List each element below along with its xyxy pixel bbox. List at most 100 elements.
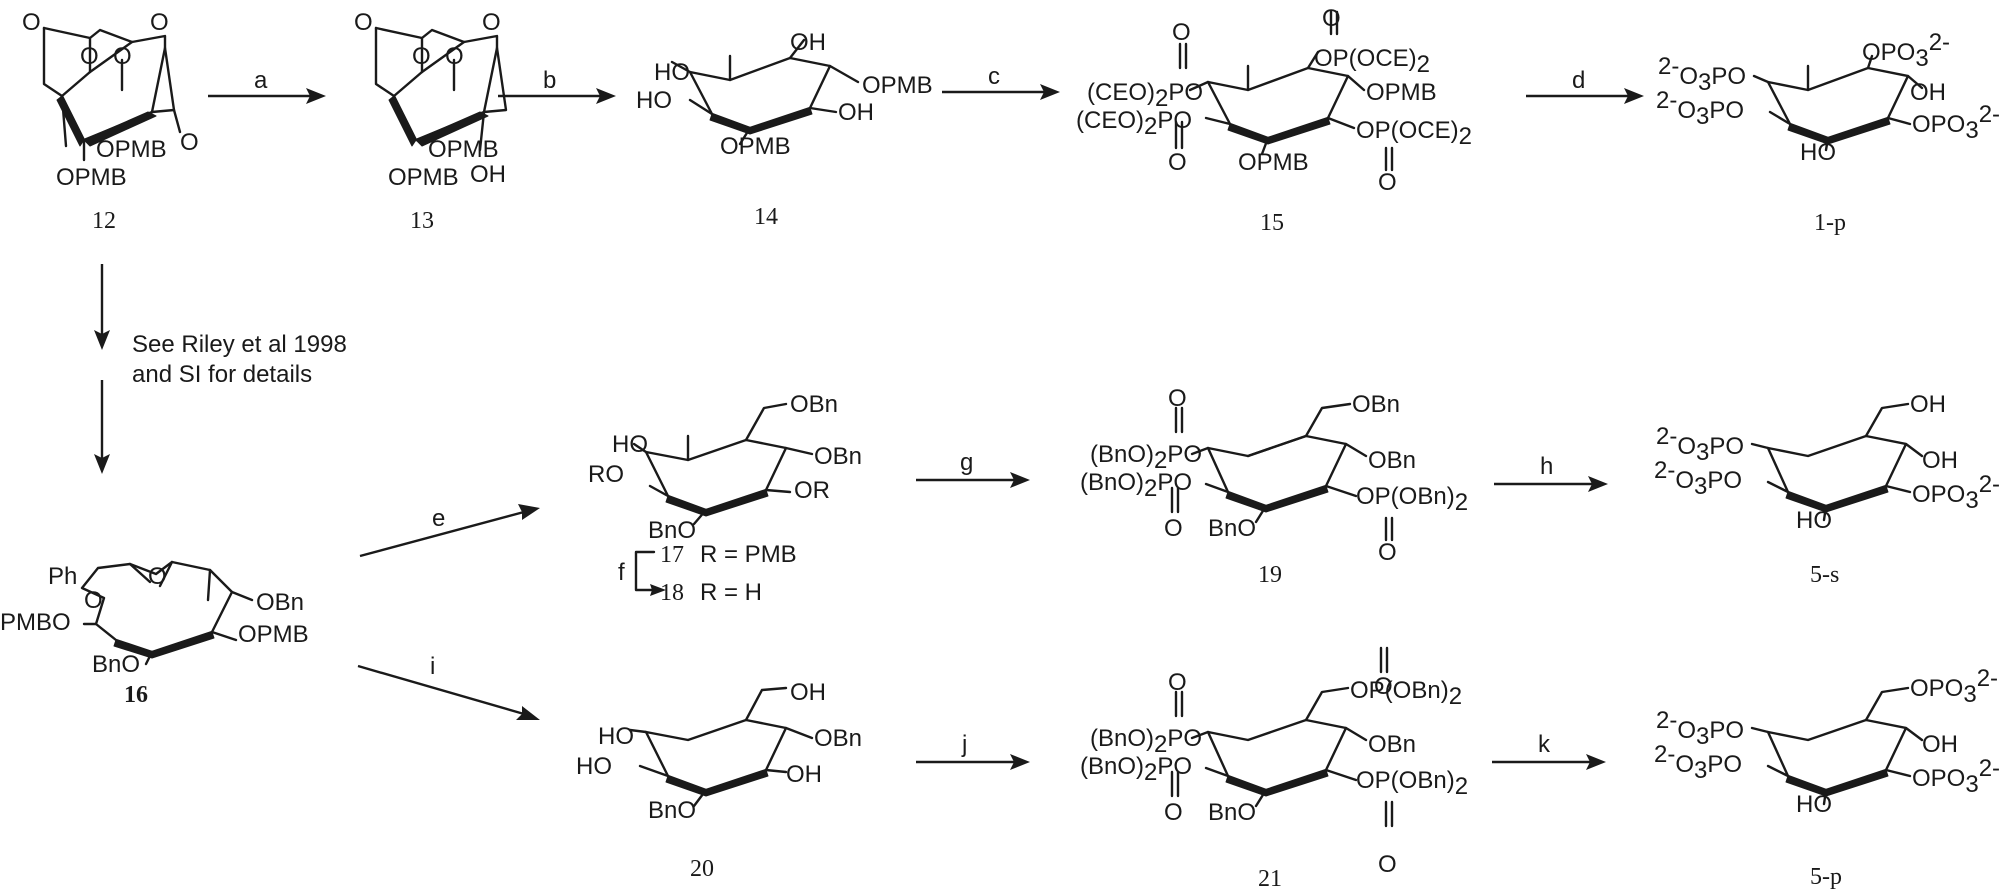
- compound-21-label: 21: [1258, 866, 1282, 892]
- c21-p-o-3: O: [1374, 673, 1393, 700]
- c5p-po3-1: 2-O3PO: [1656, 707, 1744, 750]
- compound-17-label: 17: [660, 542, 684, 568]
- compound-19-structure: O O O (BnO)2PO (BnO)2PO OBn OBn OP(OBn)2…: [1080, 385, 1468, 566]
- arrow-d-head: [1624, 88, 1644, 104]
- c1p-opo3-2: OPO32-: [1912, 101, 2000, 144]
- c21-bno2p-2: (BnO)2PO: [1080, 753, 1192, 786]
- c21-p-o-1: O: [1168, 669, 1187, 696]
- c16-o1: O: [84, 587, 103, 614]
- c17-ho: HO: [612, 431, 648, 458]
- compound-12-label: 12: [92, 208, 116, 234]
- c20-ho-1: HO: [598, 723, 634, 750]
- c13-o1: O: [354, 9, 373, 36]
- step-label-g: g: [960, 449, 973, 476]
- c5p-ho: HO: [1796, 791, 1832, 818]
- c17-bno: BnO: [648, 517, 696, 544]
- c1p-opo3-1: OPO32-: [1862, 29, 1950, 72]
- c15-p-o-1: O: [1172, 19, 1191, 46]
- c21-obn: OBn: [1368, 731, 1416, 758]
- compound-15-label: 15: [1260, 210, 1284, 236]
- c19-opobn: OP(OBn)2: [1356, 483, 1468, 516]
- c14-ho-2: HO: [636, 87, 672, 114]
- compound-14-label: 14: [754, 204, 778, 230]
- step-f-arrow-head: [650, 584, 666, 596]
- c21-opobn-1: OP(OBn)2: [1350, 677, 1462, 710]
- arrow-e-head: [518, 504, 540, 520]
- c17-ro: RO: [588, 461, 624, 488]
- compound-1p-structure: 2-O3PO 2-O3PO OPO32- OH OPO32- HO: [1656, 29, 2000, 166]
- c20-oh-2: OH: [786, 761, 822, 788]
- c16-bno: BnO: [92, 651, 140, 678]
- step-label-a: a: [254, 67, 268, 94]
- c5p-oh: OH: [1922, 731, 1958, 758]
- c5s-po3-1: 2-O3PO: [1656, 423, 1744, 466]
- arrow-e: [359, 510, 525, 558]
- c19-obn-2: OBn: [1368, 447, 1416, 474]
- c19-p-o-1: O: [1168, 385, 1187, 412]
- compound-13-label: 13: [410, 208, 434, 234]
- c17-obn-1: OBn: [790, 391, 838, 418]
- compound-5p-structure: 2-O3PO 2-O3PO OPO32- OH OPO32- HO: [1654, 665, 2000, 818]
- c12-o2: O: [80, 43, 99, 70]
- compound-14-structure: HO HO OH OH OPMB OPMB: [636, 29, 933, 160]
- c5s-opo3: OPO32-: [1912, 471, 2000, 514]
- c21-p-o-2: O: [1164, 799, 1183, 826]
- c16-ph: Ph: [48, 563, 77, 590]
- c13-opmb-a: OPMB: [428, 136, 499, 163]
- compound-18-label: 18: [660, 580, 684, 606]
- compound-5p-label: 5-p: [1810, 864, 1842, 890]
- c19-p-o-3: O: [1378, 539, 1397, 566]
- arrow-i-head: [516, 706, 540, 720]
- c21-p-o-4: O: [1378, 851, 1397, 878]
- arrow-i: [357, 664, 525, 716]
- c15-p-o-2: O: [1168, 149, 1187, 176]
- c20-obn: OBn: [814, 725, 862, 752]
- step-label-h: h: [1540, 453, 1553, 480]
- c16-obn: OBn: [256, 589, 304, 616]
- compound-16-label: 16: [124, 682, 148, 708]
- c1p-oh: OH: [1910, 79, 1946, 106]
- compound-12-structure: O O O O O OPMB OPMB: [22, 9, 199, 191]
- compound-20-structure: HO HO OH OBn OH BnO: [576, 679, 862, 824]
- c12-ketone-o: O: [180, 129, 199, 156]
- c13-o4: O: [482, 9, 501, 36]
- compound-5s-structure: 2-O3PO 2-O3PO OH OH OPO32- HO: [1654, 391, 2000, 534]
- step-label-b: b: [543, 67, 556, 94]
- c21-bno2p-1: (BnO)2PO: [1090, 725, 1202, 758]
- arrow-a-head: [306, 88, 326, 104]
- c19-obn-1: OBn: [1352, 391, 1400, 418]
- c19-bno: BnO: [1208, 515, 1256, 542]
- step-f-bracket: [634, 550, 656, 592]
- c13-o3: O: [445, 43, 464, 70]
- c1p-po3-1: 2-O3PO: [1658, 53, 1746, 96]
- down-arrow-2-head: [94, 454, 110, 474]
- c15-ceo2p-1: (CEO)2PO: [1087, 79, 1203, 112]
- arrow-k-head: [1586, 754, 1606, 770]
- arrow-b-head: [596, 88, 616, 104]
- step-label-k: k: [1538, 731, 1551, 758]
- compound-1p-label: 1-p: [1814, 210, 1846, 236]
- c17-or: OR: [794, 477, 830, 504]
- compound-20-label: 20: [690, 856, 714, 882]
- compound-19-label: 19: [1258, 562, 1282, 588]
- c15-opmb-2: OPMB: [1238, 149, 1309, 176]
- c13-o2: O: [412, 43, 431, 70]
- c15-opoce-1: OP(OCE)2: [1314, 45, 1430, 78]
- compound-17-r-group: R = PMB: [700, 541, 797, 568]
- c15-opoce-2: OP(OCE)2: [1356, 117, 1472, 150]
- c16-opmb: OPMB: [238, 621, 309, 648]
- step-label-d: d: [1572, 67, 1585, 94]
- c16-o2: O: [148, 563, 167, 590]
- c5s-ho: HO: [1796, 507, 1832, 534]
- c15-opmb-1: OPMB: [1366, 79, 1437, 106]
- c12-o1: O: [22, 9, 41, 36]
- down-arrow-1-head: [94, 330, 110, 350]
- c5p-opo3-1: OPO32-: [1910, 665, 1998, 708]
- c20-ho-2: HO: [576, 753, 612, 780]
- compound-18-r-group: R = H: [700, 579, 762, 606]
- compound-5s-label: 5-s: [1810, 562, 1839, 588]
- c16-pmbo: PMBO: [0, 609, 71, 636]
- c20-bno: BnO: [648, 797, 696, 824]
- c15-p-o-4: O: [1378, 169, 1397, 196]
